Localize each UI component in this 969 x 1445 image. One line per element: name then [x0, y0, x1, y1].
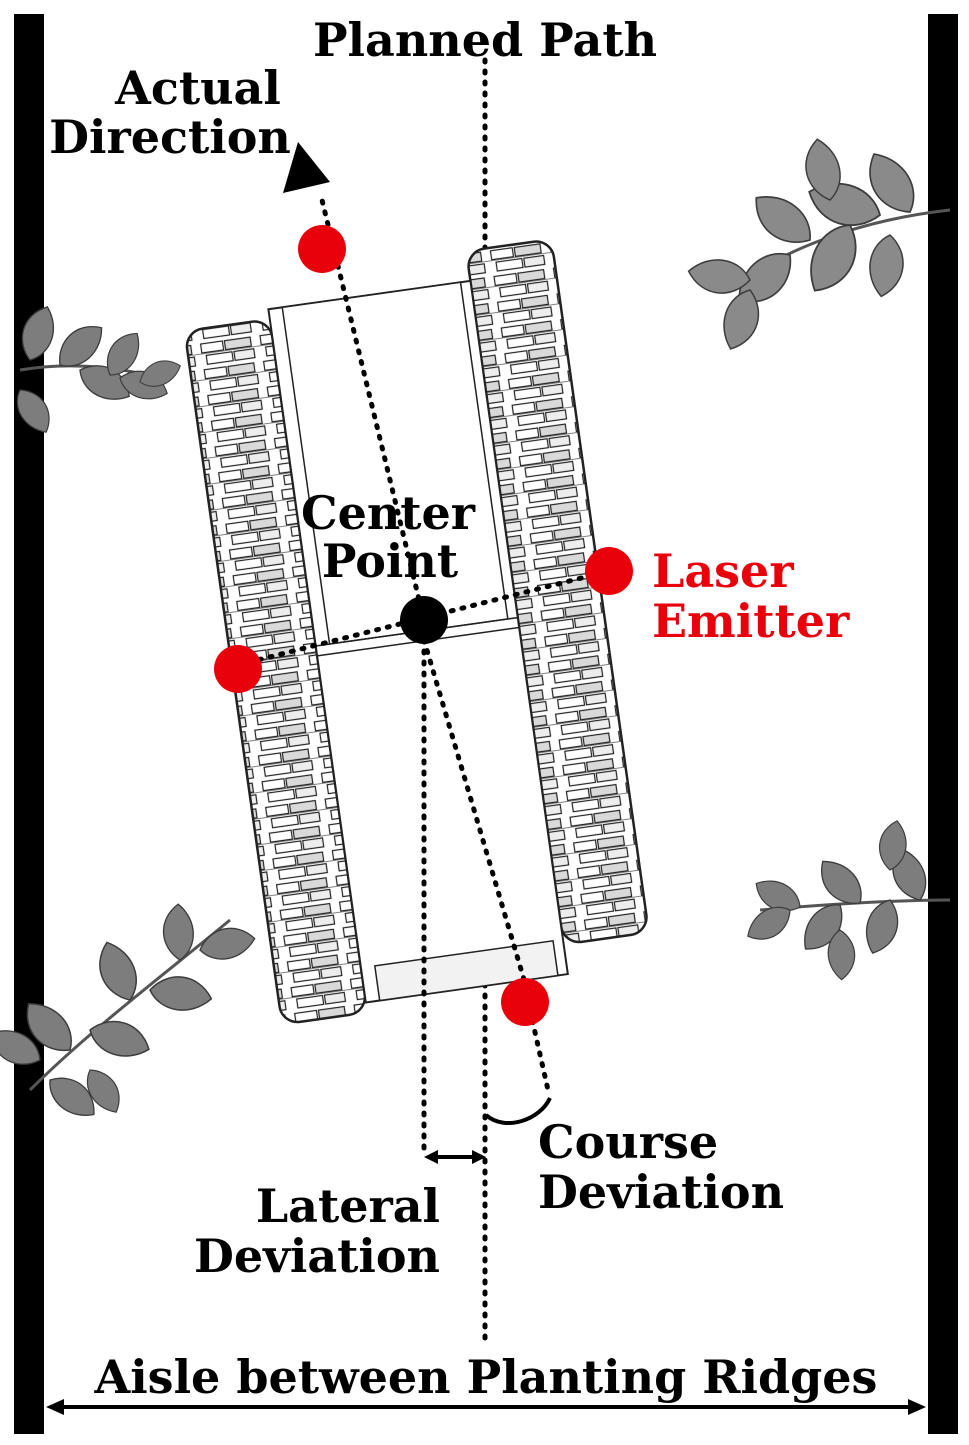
- planned-path-label: Planned Path: [313, 13, 657, 67]
- course-deviation-arc: [484, 1097, 552, 1125]
- leaf-cluster-icon: [740, 818, 951, 981]
- laser-emitter-front: [298, 225, 346, 273]
- actual-direction-label-2: Direction: [49, 110, 291, 164]
- lateral-deviation-arrow: [424, 1150, 486, 1164]
- course-deviation-label-2: Deviation: [538, 1165, 784, 1219]
- center-point-label-1: Center: [301, 486, 476, 540]
- laser-emitter-rear: [501, 978, 549, 1026]
- laser-emitter-right: [585, 547, 633, 595]
- aisle-width-arrow: [46, 1399, 926, 1415]
- left-ridge-border: [14, 14, 44, 1434]
- leaf-cluster-icon: [0, 903, 258, 1127]
- leaf-cluster-icon: [685, 135, 951, 356]
- leaf-cluster-icon: [9, 301, 185, 440]
- tracked-vehicle-icon: [185, 240, 648, 1024]
- lateral-deviation-label-2: Deviation: [194, 1229, 440, 1283]
- center-point-marker: [400, 596, 448, 644]
- right-ridge-border: [928, 14, 958, 1434]
- chassis-rear-plate: [373, 939, 559, 1002]
- course-deviation-label-1: Course: [538, 1115, 718, 1169]
- center-point-label-2: Point: [322, 534, 459, 588]
- actual-direction-label-1: Actual: [114, 61, 281, 115]
- vehicle-axis-rear: [421, 637, 533, 1003]
- actual-direction-arrowhead: [283, 142, 330, 193]
- laser-emitter-label-2: Emitter: [652, 594, 850, 648]
- lateral-deviation-label-1: Lateral: [256, 1179, 440, 1233]
- aisle-label: Aisle between Planting Ridges: [94, 1350, 878, 1404]
- laser-emitter-label-1: Laser: [652, 544, 794, 598]
- laser-emitter-left: [214, 645, 262, 693]
